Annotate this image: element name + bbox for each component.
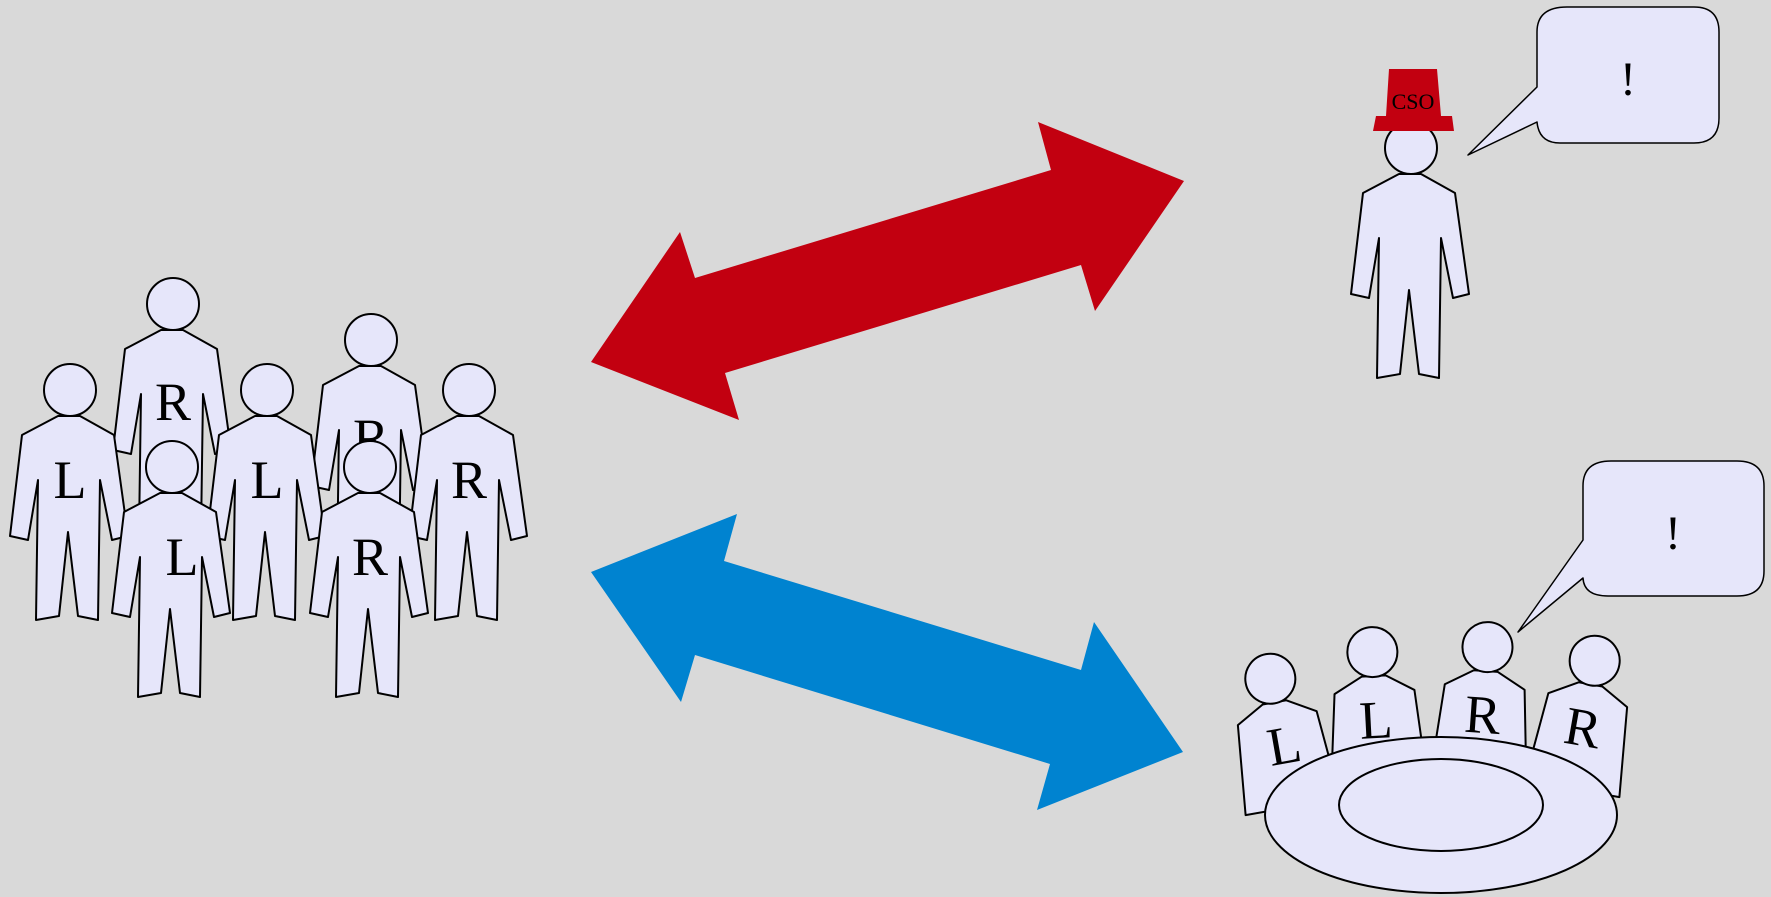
red-double-arrow <box>591 122 1184 420</box>
crowd-person: R <box>409 364 527 620</box>
person-letter: R <box>451 450 487 510</box>
person-letter: L <box>54 450 87 510</box>
member-letter: R <box>1463 684 1503 746</box>
person-letter: R <box>155 372 191 432</box>
crowd-person: L <box>10 364 128 620</box>
blue-double-arrow <box>591 514 1183 810</box>
hat-label: CSO <box>1392 89 1435 114</box>
person-letter: R <box>352 527 388 587</box>
committee-bubble-text: ! <box>1665 507 1681 560</box>
crowd-person: L <box>112 441 230 697</box>
cso-speech-bubble: ! <box>1468 7 1719 155</box>
meeting-table <box>1265 737 1617 893</box>
cso-bubble-text: ! <box>1620 53 1636 106</box>
crowd-group: R R L L R L R <box>10 278 527 697</box>
cso-hat: CSO <box>1373 69 1454 131</box>
committee-group: L L R R ! <box>1219 461 1764 893</box>
cso-person <box>1351 122 1469 378</box>
committee-speech-bubble: ! <box>1518 461 1764 632</box>
cso-figure: CSO ! <box>1351 7 1719 378</box>
person-letter: L <box>166 527 199 587</box>
person-letter: L <box>251 450 284 510</box>
